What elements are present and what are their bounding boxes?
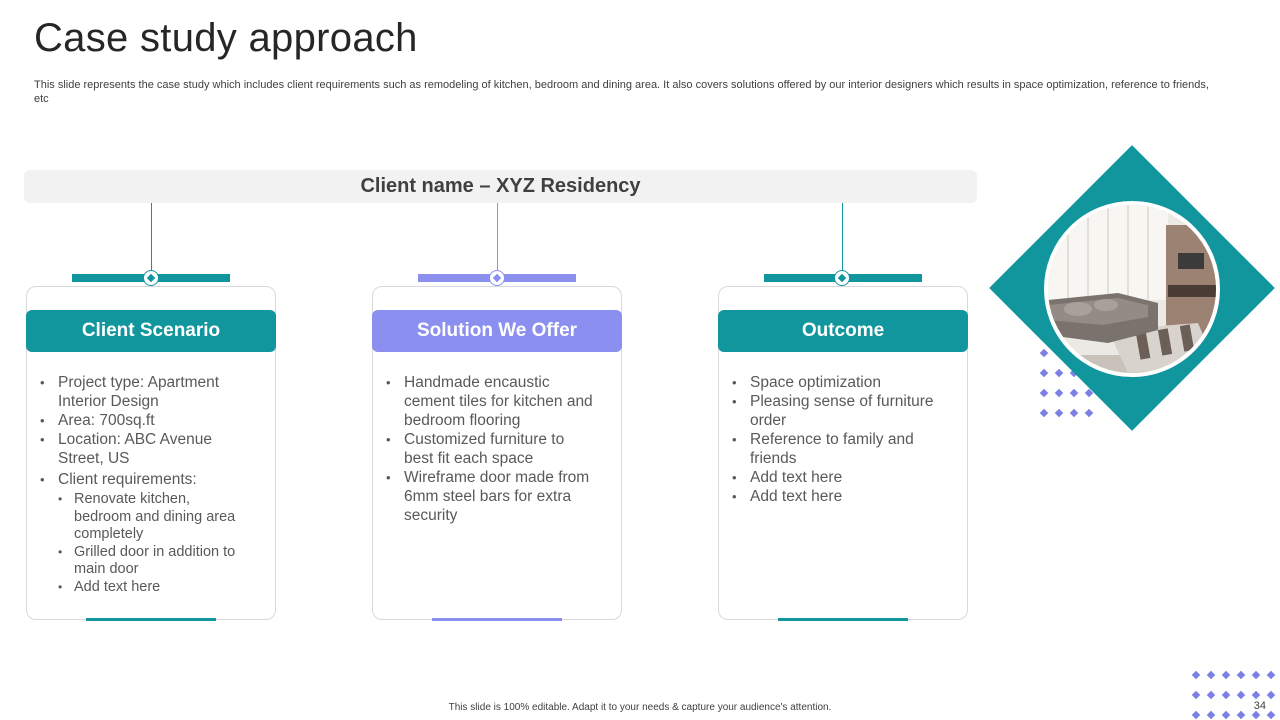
decorative-dot	[1069, 388, 1079, 398]
list-item: Wireframe door made from 6mm steel bars …	[384, 468, 594, 525]
list-item: Client requirements: Renovate kitchen, b…	[38, 470, 248, 596]
card-header-client-scenario: Client Scenario	[26, 310, 276, 352]
decorative-dot	[1266, 690, 1276, 700]
connector-line-3	[842, 203, 843, 275]
decorative-dot	[1191, 690, 1201, 700]
decorative-dot	[1054, 388, 1064, 398]
sublist-item: Grilled door in addition to main door	[56, 544, 248, 579]
decorative-dot	[1251, 670, 1261, 680]
list-item: Project type: Apartment Interior Design	[38, 373, 248, 411]
list-item: Add text here	[730, 487, 940, 506]
decorative-dot	[1084, 408, 1094, 418]
list-item-label: Client requirements:	[58, 471, 197, 488]
decorative-dot	[1039, 408, 1049, 418]
connector-node-2	[489, 270, 505, 286]
list-item: Reference to family and friends	[730, 430, 940, 468]
decorative-dot	[1039, 388, 1049, 398]
requirements-sublist: Renovate kitchen, bedroom and dining are…	[56, 491, 248, 596]
client-name-label: Client name – XYZ Residency	[360, 175, 641, 197]
card-bottom-accent-1	[86, 618, 216, 621]
outcome-list: Space optimization Pleasing sense of fur…	[730, 373, 940, 506]
card-bottom-accent-2	[432, 618, 562, 621]
decorative-dot	[1054, 408, 1064, 418]
decorative-dot	[1221, 690, 1231, 700]
card-bottom-accent-3	[778, 618, 908, 621]
decorative-dot	[1236, 690, 1246, 700]
list-item: Area: 700sq.ft	[38, 411, 248, 430]
list-item: Pleasing sense of furniture order	[730, 392, 940, 430]
client-name-bar: Client name – XYZ Residency	[24, 170, 977, 203]
decorative-dot	[1236, 670, 1246, 680]
decorative-dot	[1221, 670, 1231, 680]
page-number: 34	[1253, 700, 1266, 712]
card-title: Outcome	[801, 320, 885, 341]
card-title: Client Scenario	[81, 320, 221, 341]
sublist-item: Add text here	[56, 579, 248, 597]
list-item: Handmade encaustic cement tiles for kitc…	[384, 373, 594, 430]
connector-node-3	[834, 270, 850, 286]
decorative-dot	[1266, 670, 1276, 680]
connector-node-1	[143, 270, 159, 286]
list-item: Customized furniture to best fit each sp…	[384, 430, 594, 468]
page-title: Case study approach	[34, 16, 418, 60]
solution-list: Handmade encaustic cement tiles for kitc…	[384, 373, 594, 525]
decorative-dot	[1191, 670, 1201, 680]
card-header-solution: Solution We Offer	[372, 310, 622, 352]
list-item: Add text here	[730, 468, 940, 487]
decorative-dot	[1054, 368, 1064, 378]
decorative-dot	[1039, 348, 1049, 358]
decorative-dot	[1039, 368, 1049, 378]
decorative-dot	[1206, 690, 1216, 700]
list-item: Space optimization	[730, 373, 940, 392]
living-room-illustration	[1048, 205, 1216, 373]
footer-note: This slide is 100% editable. Adapt it to…	[448, 702, 832, 713]
connector-line-1	[151, 203, 152, 275]
decorative-dot	[1206, 670, 1216, 680]
list-item: Location: ABC Avenue Street, US	[38, 430, 248, 468]
card-header-outcome: Outcome	[718, 310, 968, 352]
card-title: Solution We Offer	[416, 320, 578, 341]
living-room-photo	[1044, 201, 1220, 377]
page-subtitle: This slide represents the case study whi…	[34, 79, 1209, 105]
decorative-dot	[1069, 408, 1079, 418]
sublist-item: Renovate kitchen, bedroom and dining are…	[56, 491, 248, 544]
decorative-dot	[1251, 690, 1261, 700]
connector-line-2	[497, 203, 498, 275]
client-scenario-list: Project type: Apartment Interior Design …	[38, 373, 248, 596]
